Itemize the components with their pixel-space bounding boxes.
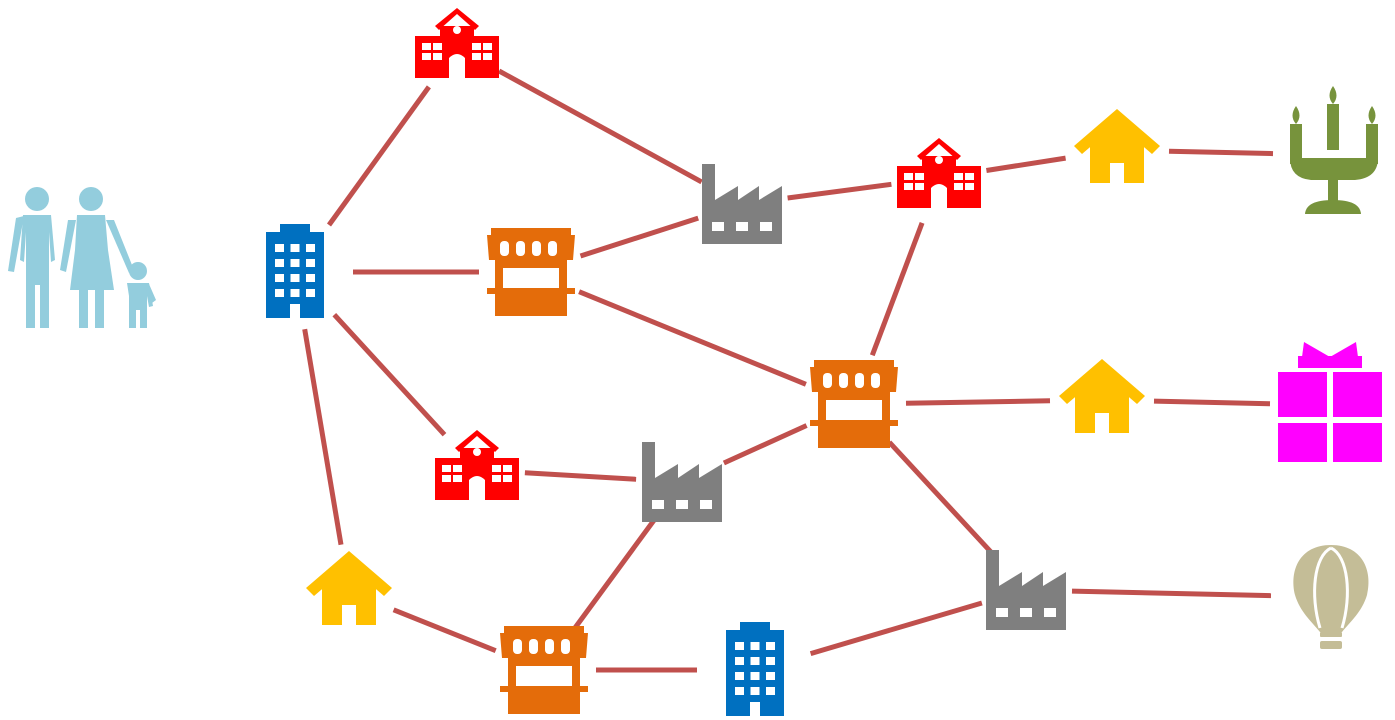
house-icon: [306, 551, 392, 625]
connection-line-shop-1-shop-3: [578, 289, 807, 387]
connection-line-factory-1-school-3: [787, 181, 892, 201]
gift-icon: [1278, 342, 1382, 462]
candelabra-icon: [1290, 86, 1378, 214]
connection-line-shop-2-factory-2: [572, 517, 657, 630]
connection-line-office-1-school-1: [326, 85, 431, 227]
shop-icon: [487, 228, 575, 316]
connection-line-school-3-shop-3: [869, 222, 925, 357]
connection-line-office-1-house-1: [302, 328, 344, 546]
connection-lines: [302, 68, 1274, 673]
hot-air-balloon-icon: [1293, 545, 1369, 649]
connection-line-school-3-house-2: [986, 155, 1066, 173]
connection-line-house-3-gift: [1153, 398, 1271, 407]
connection-line-office-2-factory-3: [809, 600, 983, 656]
house-icon: [1074, 109, 1160, 183]
connection-line-house-2-candelabra: [1168, 148, 1274, 157]
factory-icon: [986, 550, 1066, 630]
school-icon: [435, 430, 519, 500]
factory-icon: [642, 442, 722, 522]
connection-line-school-1-factory-1: [497, 68, 703, 185]
shop-icon: [500, 626, 588, 714]
connection-line-school-2-factory-2: [524, 470, 637, 482]
factory-icon: [702, 164, 782, 244]
office-building-icon: [266, 224, 324, 318]
house-icon: [1059, 359, 1145, 433]
connection-line-office-1-school-2: [332, 313, 447, 437]
office-building-icon: [726, 622, 784, 716]
family-icon: [8, 187, 156, 328]
connection-line-shop-3-house-3: [905, 398, 1051, 406]
school-icon: [897, 138, 981, 208]
shop-icon: [810, 360, 898, 448]
connection-line-shop-1-factory-1: [579, 215, 699, 259]
school-icon: [415, 8, 499, 78]
connection-line-factory-2-shop-3: [722, 423, 808, 466]
connection-line-shop-3-factory-3: [887, 440, 997, 558]
connection-line-house-1-shop-2: [392, 607, 497, 654]
connection-line-factory-3-balloon: [1071, 588, 1272, 599]
